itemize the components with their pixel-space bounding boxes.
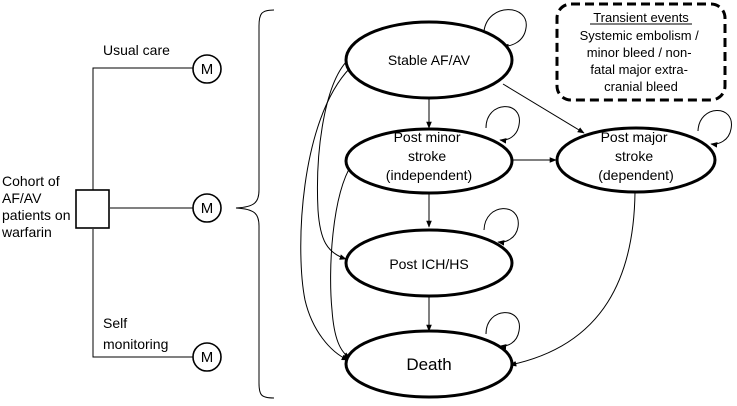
state-label-line: stroke [615,148,653,164]
markov-node-label: M [201,349,214,366]
self-monitoring-label-line: Self [103,315,127,331]
state-stable: Stable AF/AV [344,20,514,100]
state-death: Death [344,329,514,399]
self-loop-stable [483,9,527,50]
self-monitoring-label-line: monitoring [103,336,168,352]
self-loop-ich [483,208,519,246]
transient-events-line: minor bleed / non- [587,45,692,60]
transient-events-text: Systemic embolism / minor bleed / non- f… [580,28,703,94]
markov-node-label: M [201,61,214,78]
markov-node-label: M [201,200,214,217]
cohort-label-line: warfarin [1,224,52,240]
decision-tree: Cohort of AF/AV patients on warfarin Usu… [1,9,275,399]
self-monitoring-label: Self monitoring [103,315,168,352]
state-label-line: Post minor [394,129,461,145]
state-transitions [300,57,636,367]
transient-events-line: cranial bleed [604,79,678,94]
self-loop-minor [485,106,520,144]
usual-care-label: Usual care [103,42,170,58]
cohort-decision-node [75,189,110,229]
self-loop-death [485,312,520,350]
state-stable-label: Stable AF/AV [388,52,471,68]
state-label-line: Post major [601,129,668,145]
transition-stable-to-death [300,67,351,361]
transient-events-line: fatal major extra- [590,62,688,77]
transition-minor-to-death [330,163,353,359]
transition-stable-to-major [502,83,585,134]
transient-events-title: Transient events [593,10,689,25]
state-post-major-stroke: Post major stroke (dependent) [555,126,717,194]
state-post-minor-stroke-label: Post minor stroke (independent) [386,129,472,183]
tree-lower-branch [92,229,193,358]
transient-events-box: Transient events Systemic embolism / min… [555,2,727,102]
transient-events-line: Systemic embolism / [580,28,700,43]
cohort-label-line: Cohort of [2,173,60,189]
state-label-line: stroke [408,148,446,164]
cohort-label-line: patients on [2,207,71,223]
self-loop-major [697,110,732,148]
curly-brace [235,9,275,399]
state-post-minor-stroke: Post minor stroke (independent) [344,127,514,195]
self-loops [483,9,732,350]
markov-node-usual-care: M [192,54,222,84]
state-label-line: (dependent) [598,167,674,183]
state-label-line: (independent) [386,167,472,183]
markov-node-self-monitoring: M [192,342,222,372]
state-death-label: Death [406,355,451,374]
markov-node-middle: M [192,193,222,223]
state-post-ich-hs: Post ICH/HS [344,228,514,298]
cohort-label: Cohort of AF/AV patients on warfarin [1,173,74,240]
state-post-major-stroke-label: Post major stroke (dependent) [598,129,674,183]
transition-stable-to-ich [317,57,351,260]
state-post-ich-hs-label: Post ICH/HS [389,256,468,272]
cohort-label-line: AF/AV [2,190,42,206]
tree-upper-branch [92,67,193,190]
transition-major-to-death [509,191,636,367]
